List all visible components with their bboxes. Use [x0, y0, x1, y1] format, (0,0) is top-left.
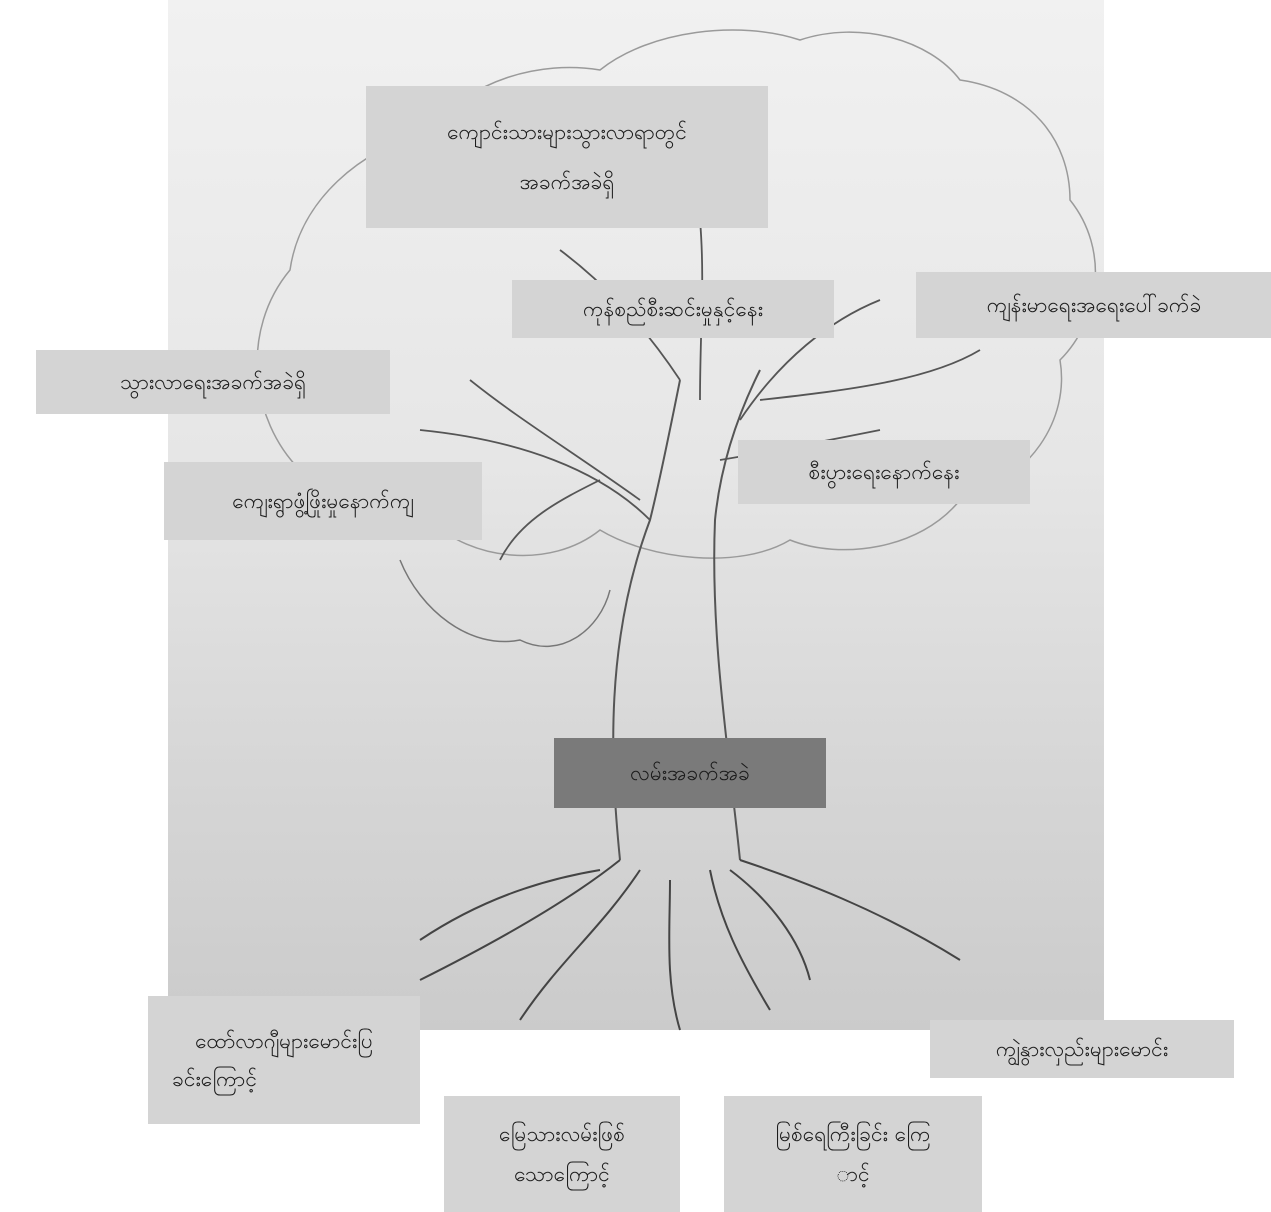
node-root-bottom-left-line-1: မြေသားလမ်းဖြစ် — [499, 1121, 625, 1146]
node-branch-center: ကုန်စည်စီးဆင်းမှုနှင့်နေး — [512, 280, 834, 338]
node-root-right-label: ကျွဲနွားလှည်းများမောင်း — [995, 1036, 1169, 1061]
node-root-center-label: လမ်းအခက်အခဲ — [630, 760, 750, 785]
node-root-bottom-right-line-1: မြစ်ရေကြီးခြင်း ကြေ — [775, 1121, 931, 1146]
node-root-left-line-1: ထော်လာဂျီများမောင်းပြ — [195, 1028, 373, 1053]
node-branch-left-lower-label: ကျေးရွာဖွံ့ဖြိုးမှုနောက်ကျ — [232, 488, 414, 513]
node-root-bottom-right-line-2: ာင့် — [836, 1162, 870, 1186]
node-branch-left: သွားလာရေးအခက်အခဲရှိ — [36, 350, 390, 414]
node-branch-left-label: သွားလာရေးအခက်အခဲရှိ — [119, 369, 307, 394]
tree-branches — [419, 219, 981, 561]
node-root-left-line-2: ခင်းကြောင့် — [172, 1067, 257, 1091]
node-branch-left-lower: ကျေးရွာဖွံ့ဖြိုးမှုနောက်ကျ — [164, 462, 482, 540]
node-branch-center-label: ကုန်စည်စီးဆင်းမှုနှင့်နေး — [582, 296, 764, 321]
node-root-left: ထော်လာဂျီများမောင်းပြ ခင်းကြောင့် — [148, 996, 420, 1124]
node-top-line-2: အခက်အခဲရှိ — [519, 170, 615, 194]
node-branch-right-label: ကျန်းမာရေးအရေးပေါ်ခက်ခဲ — [986, 292, 1202, 317]
node-root-bottom-right: မြစ်ရေကြီးခြင်း ကြေ ာင့် — [724, 1096, 982, 1212]
node-branch-right-lower-label: စီးပွားရေးနောက်နေး — [808, 459, 960, 484]
tree-roots — [419, 859, 961, 1031]
node-root-bottom-left: မြေသားလမ်းဖြစ် သောကြောင့် — [444, 1096, 680, 1212]
node-root-right: ကျွဲနွားလှည်းများမောင်း — [930, 1020, 1234, 1078]
node-branch-right-lower: စီးပွားရေးနောက်နေး — [738, 440, 1030, 504]
node-branch-right: ကျန်းမာရေးအရေးပေါ်ခက်ခဲ — [916, 272, 1271, 338]
node-top: ကျောင်းသားများသွားလာရာတွင် အခက်အခဲရှိ — [366, 86, 768, 228]
node-root-center: လမ်းအခက်အခဲ — [554, 738, 826, 808]
node-root-bottom-left-line-2: သောကြောင့် — [514, 1162, 610, 1186]
node-top-line-1: ကျောင်းသားများသွားလာရာတွင် — [447, 119, 687, 144]
